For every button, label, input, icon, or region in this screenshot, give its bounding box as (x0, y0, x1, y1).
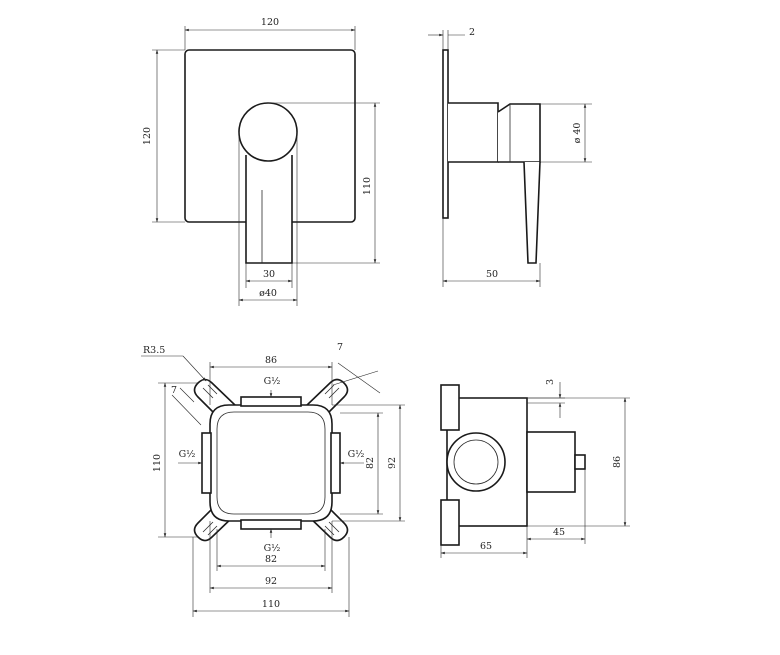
dim-box-bottom-total: 110 (262, 599, 280, 610)
label-port-right: G½ (348, 449, 365, 460)
box-side-ring-inner (453, 439, 499, 485)
box-body (209, 404, 333, 522)
box-side-lug-top (440, 384, 460, 431)
dim-box-top-width: 86 (265, 355, 277, 366)
dim-lever-width: 30 (263, 269, 275, 280)
dim-box-side-height: 86 (612, 456, 623, 468)
dim-plate-thickness: 2 (469, 27, 475, 38)
label-port-bottom: G½ (264, 543, 281, 554)
dim-box-side-offset: 3 (545, 379, 556, 385)
dim-lever-drop: 110 (362, 177, 373, 195)
side-view: 2 ø 40 50 (428, 27, 592, 287)
side-body (448, 102, 499, 163)
port-left (201, 432, 212, 494)
dim-box-side-stem: 45 (553, 527, 565, 538)
side-plate (442, 49, 449, 219)
front-view: 120 120 110 30 ø40 (142, 17, 380, 306)
label-port-top: G½ (264, 376, 281, 387)
dim-corner-radius: R3.5 (143, 345, 165, 356)
box-side-ring-outer (446, 432, 506, 492)
dim-front-width: 120 (261, 17, 279, 28)
dim-box-left-height: 110 (152, 454, 163, 472)
dim-box-bottom-outer: 92 (265, 576, 277, 587)
side-knob (497, 103, 541, 163)
knob (238, 102, 298, 162)
dim-box-inner-height: 82 (365, 457, 376, 469)
dim-slot-left: 7 (171, 385, 177, 396)
box-side-lug-bottom (440, 499, 460, 546)
dim-side-diameter: ø 40 (572, 123, 583, 144)
dim-box-side-depth: 65 (480, 541, 492, 552)
box-front-view: R3.5 86 G½ G½ G½ G½ 7 7 110 8 (141, 342, 405, 617)
box-side-stem (526, 431, 576, 493)
dim-slot-right: 7 (337, 342, 343, 353)
dim-box-outer-height: 92 (387, 457, 398, 469)
dim-knob-diameter: ø40 (259, 288, 277, 299)
lever-handle (245, 155, 293, 264)
port-top (240, 396, 302, 407)
box-side-spindle (574, 454, 586, 470)
side-lever (523, 161, 541, 264)
dim-side-depth: 50 (486, 269, 498, 280)
port-right (330, 432, 341, 494)
label-port-left: G½ (179, 449, 196, 460)
box-side-view: 3 86 45 65 (440, 379, 630, 558)
dim-front-height: 120 (142, 127, 153, 145)
dim-box-bottom-inner: 82 (265, 554, 277, 565)
port-bottom (240, 519, 302, 530)
